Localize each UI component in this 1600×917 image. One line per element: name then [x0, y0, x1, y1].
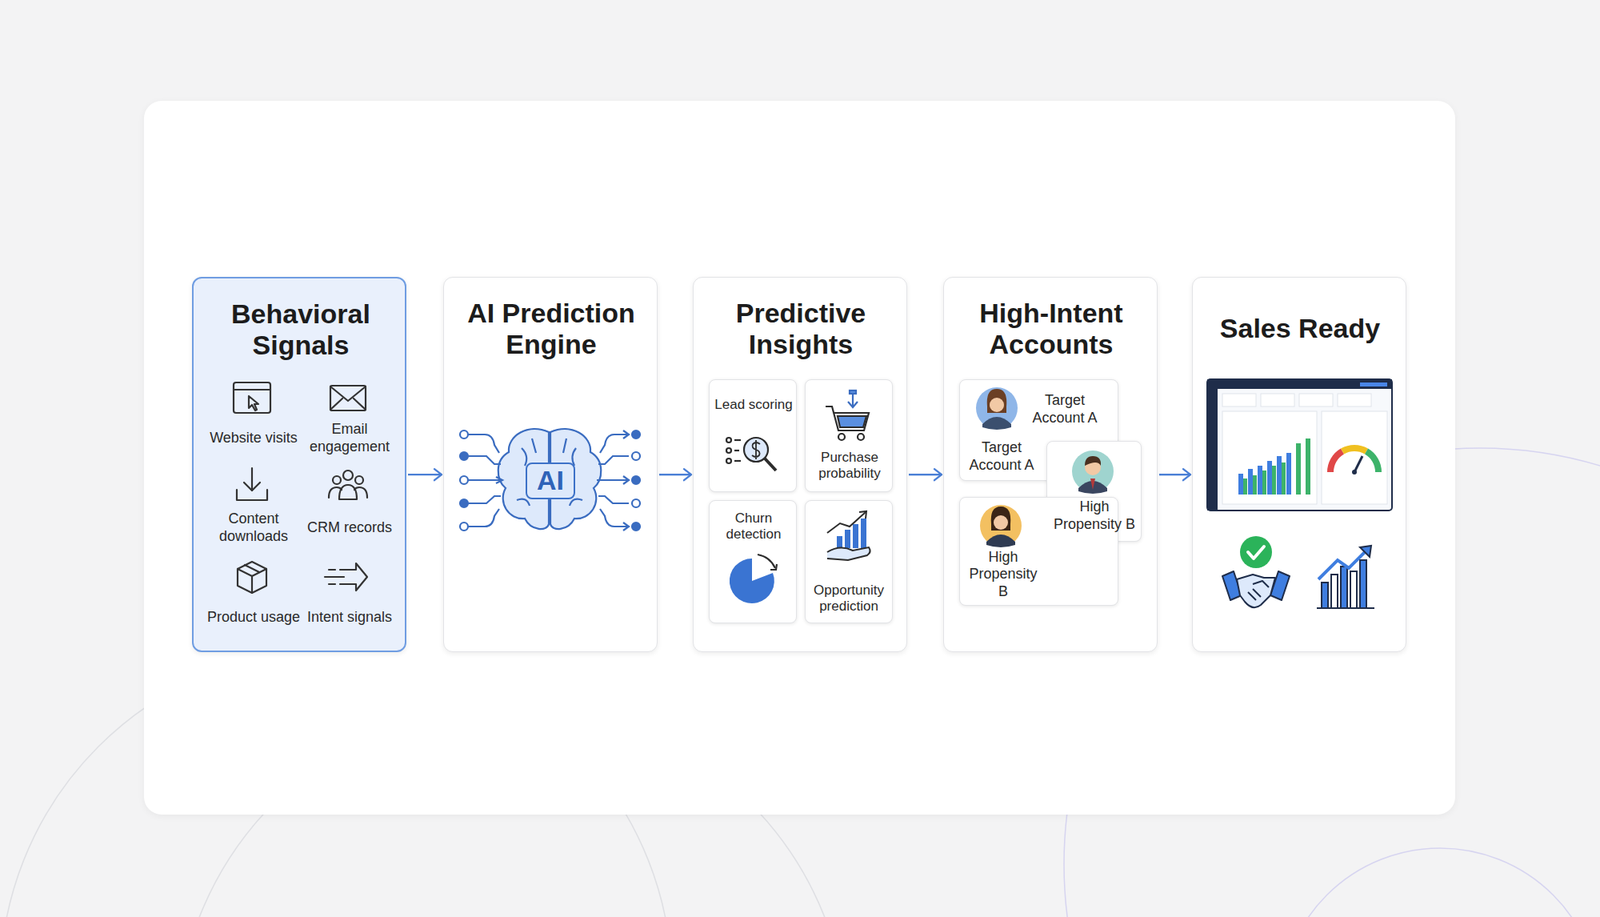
avatar-male [1072, 450, 1114, 494]
dashboard-illustration [1207, 379, 1392, 511]
item-label: High Propensity B [963, 548, 1044, 601]
brain-illustration [460, 428, 640, 531]
flow-arrow [908, 468, 942, 480]
avatar-female [980, 504, 1022, 548]
item-label: Target Account A [963, 439, 1040, 474]
insight-card: Churn detection [708, 500, 797, 624]
flow-arrow [1159, 468, 1191, 480]
item-label: Product usage [204, 608, 304, 627]
opportunity-icon [827, 511, 871, 560]
intent-arrow-icon [324, 563, 368, 591]
item-label: Target Account A [1020, 392, 1109, 427]
signal-panel: Behavioral SignalsWebsite visitsEmail en… [192, 276, 407, 652]
item-label: Website visits [204, 429, 304, 448]
growth-chart-icon [1316, 545, 1375, 608]
item-label: Intent signals [300, 608, 400, 627]
lead-scoring-icon [726, 437, 776, 471]
panel-title: Behavioral Signals [203, 298, 399, 361]
insight-card: Purchase probability [804, 379, 893, 492]
sales-panel: Sales Ready [1192, 276, 1407, 652]
insight-card: Lead scoring [708, 379, 797, 492]
panel-title: Sales Ready [1202, 312, 1398, 344]
cart-icon [825, 390, 869, 440]
email-icon [330, 385, 366, 411]
panel-title: AI Prediction Engine [453, 297, 649, 360]
panel-title: High-Intent Accounts [953, 297, 1149, 360]
item-label: Purchase probability [808, 449, 891, 483]
item-label: Opportunity prediction [807, 582, 891, 616]
item-label: Churn detection [713, 510, 794, 544]
item-label: Email engagement [300, 420, 400, 456]
handshake-icon [1222, 571, 1290, 608]
browser-icon [233, 382, 271, 413]
ai-badge: AI [525, 462, 576, 500]
churn-pie-icon [729, 554, 777, 604]
avatar-female [976, 387, 1018, 430]
engine-panel: AI Prediction EngineAI [443, 276, 658, 652]
item-label: Lead scoring [713, 396, 794, 413]
account-card: High Propensity B [1046, 440, 1142, 542]
panel-title: Predictive Insights [703, 297, 899, 360]
download-icon [236, 468, 268, 500]
item-label: High Propensity B [1049, 498, 1140, 533]
cube-icon [237, 561, 267, 593]
check-badge [1240, 536, 1272, 568]
item-label: Content downloads [204, 510, 304, 545]
flow-arrow [408, 468, 442, 480]
item-label: CRM records [300, 519, 400, 537]
people-icon [328, 470, 368, 500]
flow-arrow [659, 468, 692, 480]
insights-panel: Predictive InsightsLead scoringPurchase … [692, 276, 908, 652]
accounts-panel: High-Intent AccountsTarget Account A Targ… [943, 276, 1158, 652]
insight-card: Opportunity prediction [804, 500, 893, 624]
